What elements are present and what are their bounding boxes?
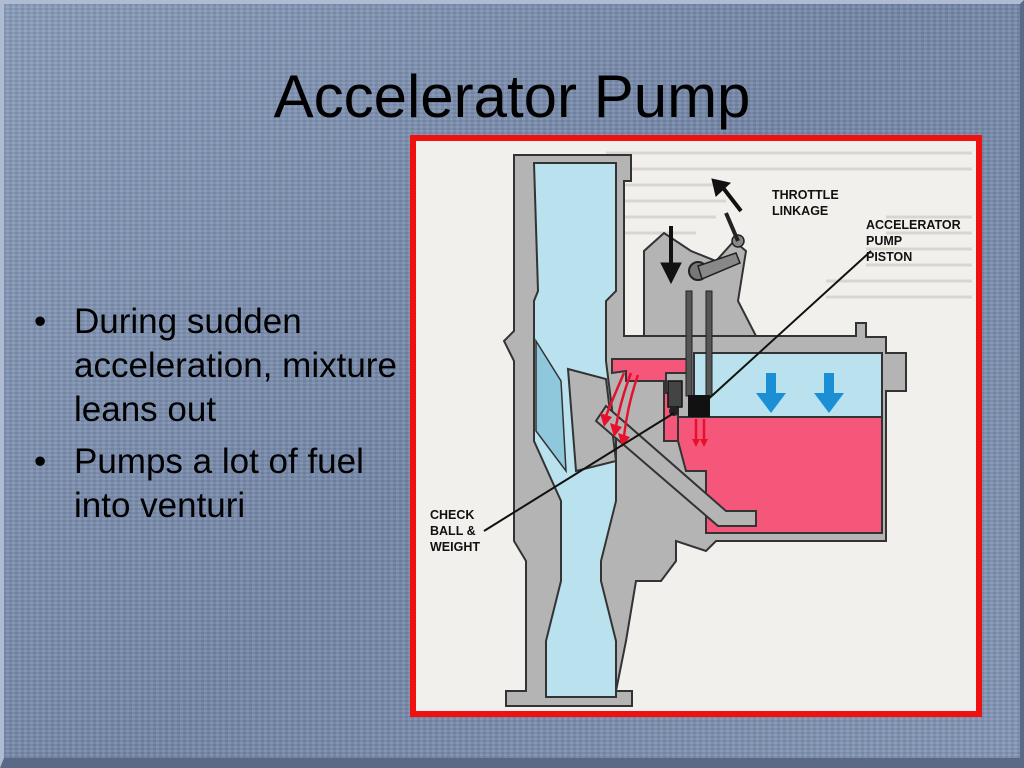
bullet-text: During sudden acceleration, mixture lean… <box>74 302 397 429</box>
check-ball-housing <box>667 380 683 408</box>
accelerator-pump-diagram: THROTTLE LINKAGE ACCELERATOR PUMP PISTON… <box>410 135 982 717</box>
bullet-item: • During sudden acceleration, mixture le… <box>34 300 404 432</box>
bullet-dot-icon: • <box>34 302 47 341</box>
label-check-ball-weight-3: WEIGHT <box>430 540 480 554</box>
label-accelerator-pump-piston-2: PUMP <box>866 234 902 248</box>
venturi-booster <box>535 338 567 474</box>
label-throttle-linkage: THROTTLE <box>772 188 839 202</box>
label-accelerator-pump-piston-3: PISTON <box>866 250 912 264</box>
slide-title: Accelerator Pump <box>273 63 751 130</box>
label-check-ball-weight: CHECK <box>430 508 474 522</box>
pump-rod-right <box>705 290 713 397</box>
fuel-flow-arrowheads <box>600 413 708 447</box>
bullet-item: • Pumps a lot of fuel into venturi <box>34 440 404 528</box>
bullet-text: Pumps a lot of fuel into venturi <box>74 442 364 525</box>
pump-piston <box>688 395 710 417</box>
pump-rod <box>685 290 693 397</box>
bullet-dot-icon: • <box>34 442 47 481</box>
fuel-flow-arrows <box>604 372 706 441</box>
linkage-motion-arrows <box>660 178 743 285</box>
label-accelerator-pump-piston: ACCELERATOR <box>866 218 961 232</box>
discharge-nozzle <box>566 367 618 473</box>
label-throttle-linkage-2: LINKAGE <box>772 204 828 218</box>
linkage-arm <box>724 212 740 242</box>
bullet-list: • During sudden acceleration, mixture le… <box>34 300 404 536</box>
air-pressure-arrows <box>756 373 844 413</box>
throttle-lever <box>697 252 741 281</box>
bowl-air-space <box>693 352 883 418</box>
diagram-svg: THROTTLE LINKAGE ACCELERATOR PUMP PISTON… <box>430 151 972 707</box>
label-check-ball-weight-2: BALL & <box>430 524 476 538</box>
leader-lines <box>483 250 872 532</box>
